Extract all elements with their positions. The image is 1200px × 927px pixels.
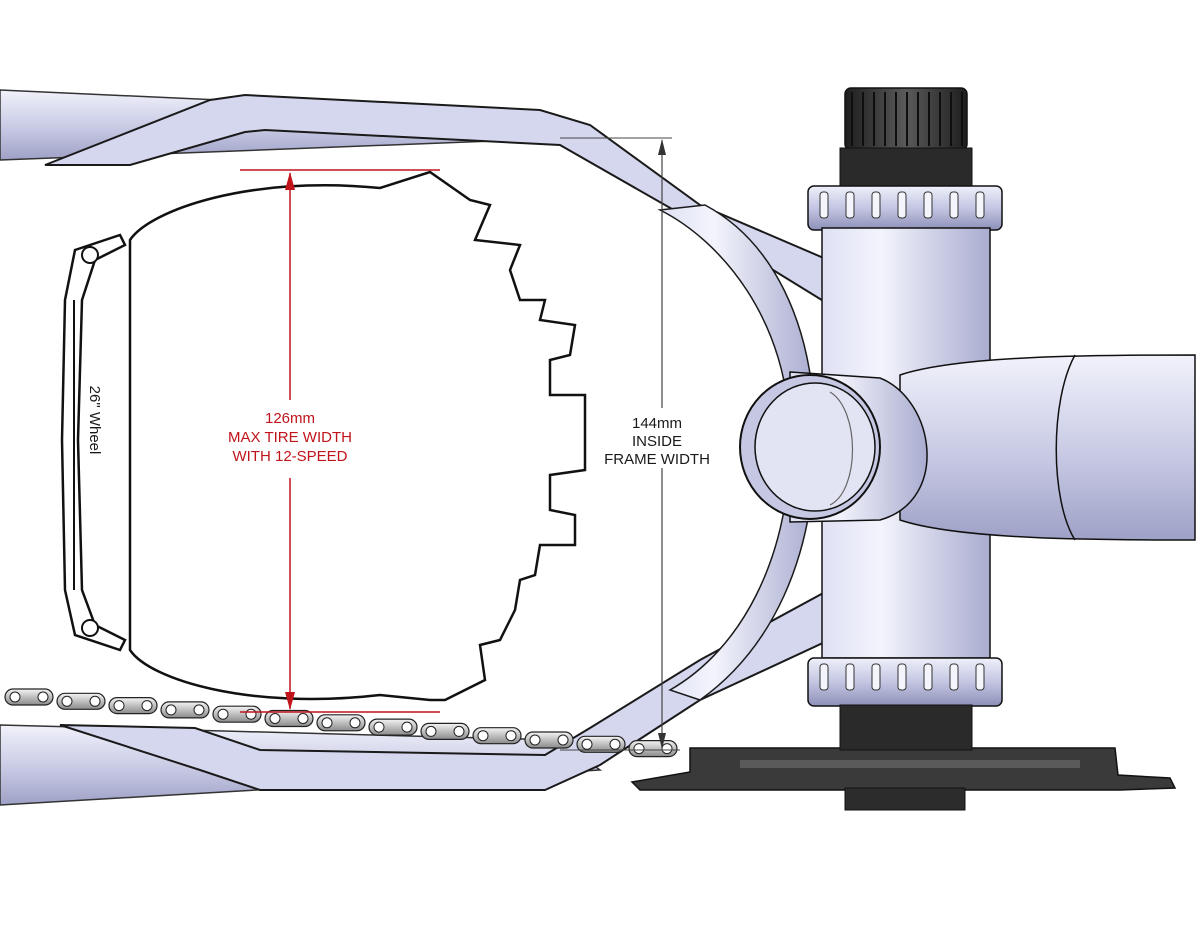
frame-width-value: 144mm [632, 415, 682, 432]
chain-link [4, 688, 54, 706]
chain-link [524, 731, 574, 749]
frame-width-label-line1: INSIDE [632, 433, 682, 450]
tire-width-dimension: 126mm MAX TIRE WIDTH WITH 12-SPEED [205, 169, 440, 713]
tire-width-label-line1: MAX TIRE WIDTH [228, 429, 352, 446]
chain-link [56, 692, 106, 710]
chain-link [420, 722, 470, 741]
tire-width-label-line2: WITH 12-SPEED [232, 448, 347, 465]
chain-link [212, 705, 262, 723]
yoke-bridge [657, 204, 816, 701]
chain-link [264, 709, 314, 728]
chain-link [108, 696, 158, 715]
frame-width-label-line2: FRAME WIDTH [604, 451, 710, 468]
down-tube [899, 354, 1196, 541]
chain-link [628, 739, 678, 758]
chain-link [160, 701, 210, 719]
chain-icon [4, 688, 678, 758]
tire-width-value: 126mm [265, 410, 315, 427]
chain-link [316, 714, 366, 732]
frame-width-dimension: 144mm INSIDE FRAME WIDTH [560, 137, 728, 751]
seat-tube-stub [739, 371, 928, 523]
wheel-size-label: 26" Wheel [86, 386, 103, 455]
chain-link [368, 718, 418, 736]
chain-link [472, 727, 522, 745]
chainring-icon [630, 747, 1177, 811]
chain-link [576, 735, 626, 753]
